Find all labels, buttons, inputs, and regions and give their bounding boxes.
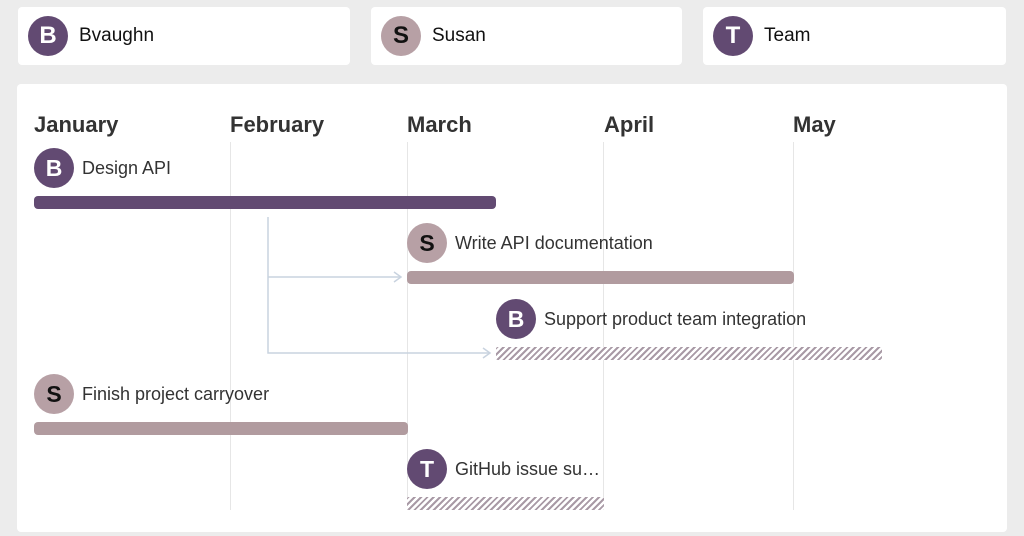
avatar: T: [713, 16, 753, 56]
user-name: Susan: [432, 25, 486, 46]
avatar: S: [381, 16, 421, 56]
month-header-january: January: [34, 112, 119, 137]
task-bar-design-api[interactable]: [34, 196, 496, 209]
task-label: Support product team integration: [544, 308, 807, 329]
avatar: T: [407, 449, 447, 489]
task-bar-github-issue[interactable]: [407, 497, 604, 510]
gridline-february: [230, 142, 231, 510]
user-card-susan[interactable]: S Susan: [371, 7, 682, 65]
user-card-bvaughn[interactable]: B Bvaughn: [18, 7, 350, 65]
arrowhead: [482, 347, 492, 359]
avatar: B: [28, 16, 68, 56]
task-finish-project-carryover[interactable]: S Finish project carryover: [34, 374, 269, 414]
user-name: Bvaughn: [79, 25, 155, 46]
arrowhead: [393, 271, 403, 283]
user-card-team[interactable]: T Team: [703, 7, 1006, 65]
avatar: S: [407, 223, 447, 263]
task-bar-support-product-team-integration[interactable]: [496, 347, 882, 360]
task-bar-finish-project-carryover[interactable]: [34, 422, 408, 435]
month-header-march: March: [407, 112, 472, 137]
gridline-april: [603, 142, 604, 510]
avatar: B: [34, 148, 74, 188]
gridline-may: [793, 142, 794, 510]
month-header-february: February: [230, 112, 325, 137]
task-label: GitHub issue su…: [455, 458, 601, 479]
avatar: S: [34, 374, 74, 414]
task-write-api-documentation[interactable]: S Write API documentation: [407, 223, 653, 263]
task-design-api[interactable]: B Design API: [34, 148, 171, 188]
task-support-product-team-integration[interactable]: B Support product team integration: [496, 299, 806, 339]
task-github-issue[interactable]: T GitHub issue su…: [407, 449, 600, 489]
user-name: Team: [764, 25, 811, 46]
avatar: B: [496, 299, 536, 339]
task-label: Finish project carryover: [82, 383, 270, 404]
month-header-april: April: [604, 112, 655, 137]
task-bar-write-api-documentation[interactable]: [407, 271, 794, 284]
month-header-may: May: [793, 112, 836, 137]
task-label: Design API: [82, 157, 172, 178]
task-label: Write API documentation: [455, 232, 653, 253]
timeline-panel: January February March April May B Desig…: [17, 84, 1007, 532]
